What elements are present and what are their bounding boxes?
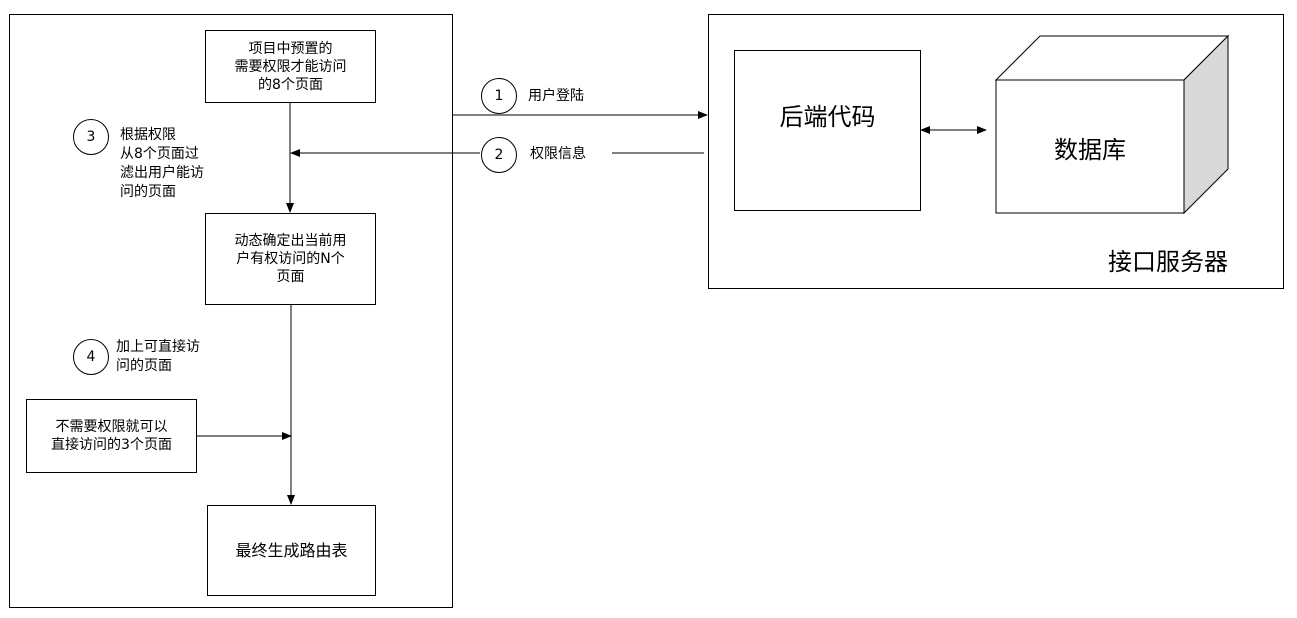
- final-route-table-box: 最终生成路由表: [207, 505, 376, 596]
- client-frame: [9, 14, 453, 608]
- final-route-table-text: 最终生成路由表: [235, 540, 348, 560]
- public-pages-text: 不需要权限就可以 直接访问的3个页面: [51, 419, 172, 453]
- backend-code-text: 后端代码: [779, 102, 876, 131]
- dynamic-pages-text: 动态确定出当前用 户有权访问的N个 页面: [234, 233, 347, 285]
- backend-code-box: 后端代码: [734, 50, 921, 211]
- database-label: 数据库: [1054, 136, 1126, 164]
- step-1-circle: 1: [481, 78, 517, 114]
- step-4-circle: 4: [73, 339, 109, 375]
- preset-pages-text: 项目中预置的 需要权限才能访问 的8个页面: [234, 40, 347, 93]
- step-1-label: 用户登陆: [528, 88, 584, 104]
- step-2-circle: 2: [481, 137, 517, 173]
- step-2-label: 权限信息: [530, 146, 586, 162]
- server-title: 接口服务器: [1108, 248, 1228, 276]
- step-3-circle: 3: [73, 119, 109, 155]
- database-cube-front: [995, 79, 1185, 214]
- preset-pages-box: 项目中预置的 需要权限才能访问 的8个页面: [205, 30, 376, 103]
- server-frame: [708, 14, 1284, 289]
- dynamic-pages-box: 动态确定出当前用 户有权访问的N个 页面: [205, 213, 376, 305]
- step-4-label: 加上可直接访 问的页面: [116, 339, 200, 374]
- public-pages-box: 不需要权限就可以 直接访问的3个页面: [26, 399, 197, 473]
- step-3-label: 根据权限 从8个页面过 滤出用户能访 问的页面: [120, 127, 204, 200]
